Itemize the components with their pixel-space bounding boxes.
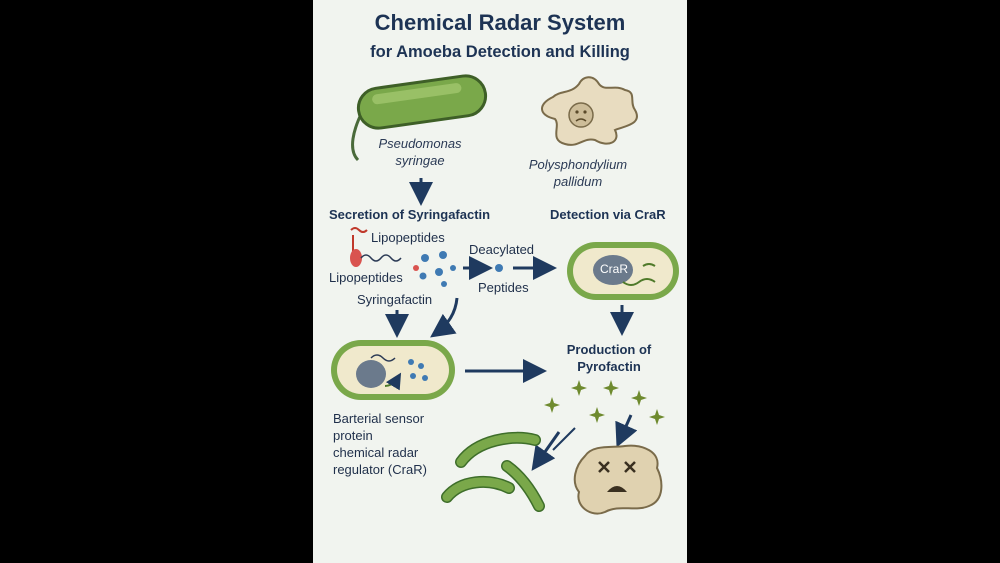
page-subtitle: for Amoeba Detection and Killing — [370, 43, 630, 61]
arrow-to-worms — [531, 431, 561, 471]
step-production-line1: Production of — [566, 342, 652, 357]
diagram-panel: Chemical Radar System for Amoeba Detecti… — [313, 0, 687, 563]
pyrofactin-spores — [544, 380, 665, 425]
bacterium-name-line1: Pseudomonas — [378, 136, 462, 151]
amoeba-illustration — [541, 76, 638, 146]
bacterium-name-line2: syringae — [395, 153, 445, 168]
syringafactin-label: Syringafactin — [357, 292, 433, 307]
amoeba-name-line2: pallidum — [553, 174, 603, 189]
pseudomonas-bacterium-illustration — [351, 74, 488, 162]
sensor-text-line4: regulator (CraR) — [333, 462, 427, 477]
sensor-text-line2: protein — [333, 428, 373, 443]
green-worms-illustration — [441, 431, 545, 512]
deacylated-peptide-dot — [495, 264, 503, 272]
arrow-to-dead-amoeba — [615, 414, 638, 448]
step-secretion-heading: Secretion of Syringafactin — [329, 207, 491, 222]
amoeba-name-line1: Polysphondylium — [528, 157, 628, 172]
sensor-cell-illustration — [331, 340, 455, 400]
step-detection-heading: Detection via CraR — [550, 207, 666, 222]
page-title: Chemical Radar System — [374, 10, 626, 35]
peptides-label: Peptides — [478, 280, 529, 295]
sensor-text-line3: chemical radar — [333, 445, 419, 460]
diagram-artwork — [331, 74, 679, 515]
syringafactin-dots — [419, 251, 456, 287]
deacylated-label: Deacylated — [469, 242, 535, 257]
curved-arrow-to-sensor-cell — [430, 297, 459, 338]
lipopeptide-illustration — [350, 227, 419, 271]
step-production-line2: Pyrofactin — [577, 359, 641, 374]
crar-chip-label: CraR — [600, 262, 629, 276]
dead-amoeba-illustration — [573, 444, 663, 515]
arrow-accent-line — [552, 427, 576, 451]
lipopeptides-label-top: Lipopeptides — [371, 230, 445, 245]
lipopeptides-label-left: Lipopeptides — [329, 270, 403, 285]
sensor-text-line1: Barterial sensor — [333, 411, 425, 426]
detection-cell-illustration — [567, 242, 679, 300]
